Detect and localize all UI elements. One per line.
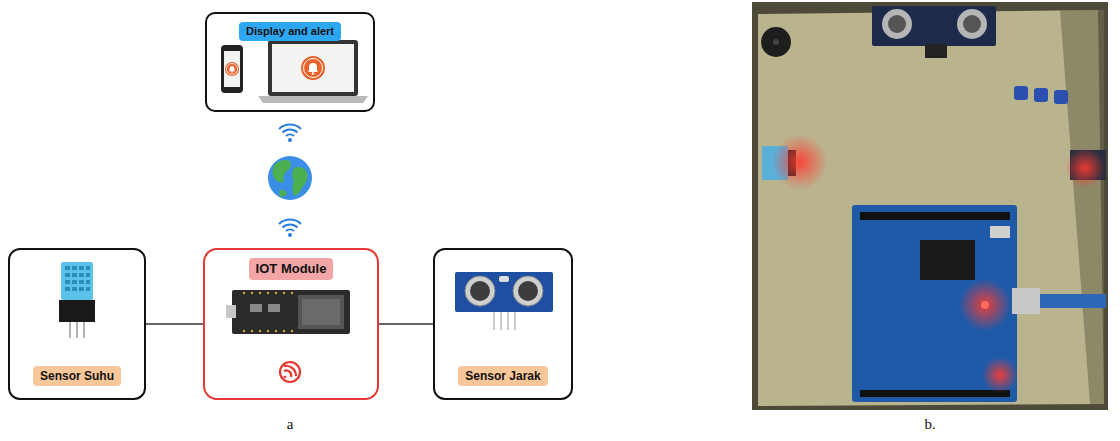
- globe-icon: [268, 156, 312, 200]
- connector-line: [146, 323, 203, 325]
- node-label: IOT Module: [249, 258, 334, 280]
- node-label: Display and alert: [239, 22, 341, 41]
- temperature-sensor: [59, 262, 95, 338]
- caption-letter: a: [287, 416, 294, 433]
- prototype-photo: [752, 2, 1108, 410]
- sensor-box: Sensor Jarak: [433, 248, 573, 400]
- connector-line: [379, 323, 433, 325]
- phone-icon: [221, 45, 243, 93]
- wifi-icon: [279, 220, 301, 237]
- espressif-logo: [280, 362, 300, 382]
- esp32-board: [226, 290, 350, 334]
- laptop-icon: [258, 40, 368, 103]
- ultrasonic-sensor: [455, 272, 553, 330]
- node-label: Sensor Suhu: [33, 366, 121, 386]
- wifi-icon: [279, 125, 301, 142]
- sensor-box: Sensor Suhu: [8, 248, 146, 400]
- iot-module-box: IOT Module: [203, 248, 379, 400]
- display-box: Display and alert: [205, 12, 375, 112]
- caption-letter: b.: [924, 416, 935, 433]
- node-label: Sensor Jarak: [458, 366, 547, 386]
